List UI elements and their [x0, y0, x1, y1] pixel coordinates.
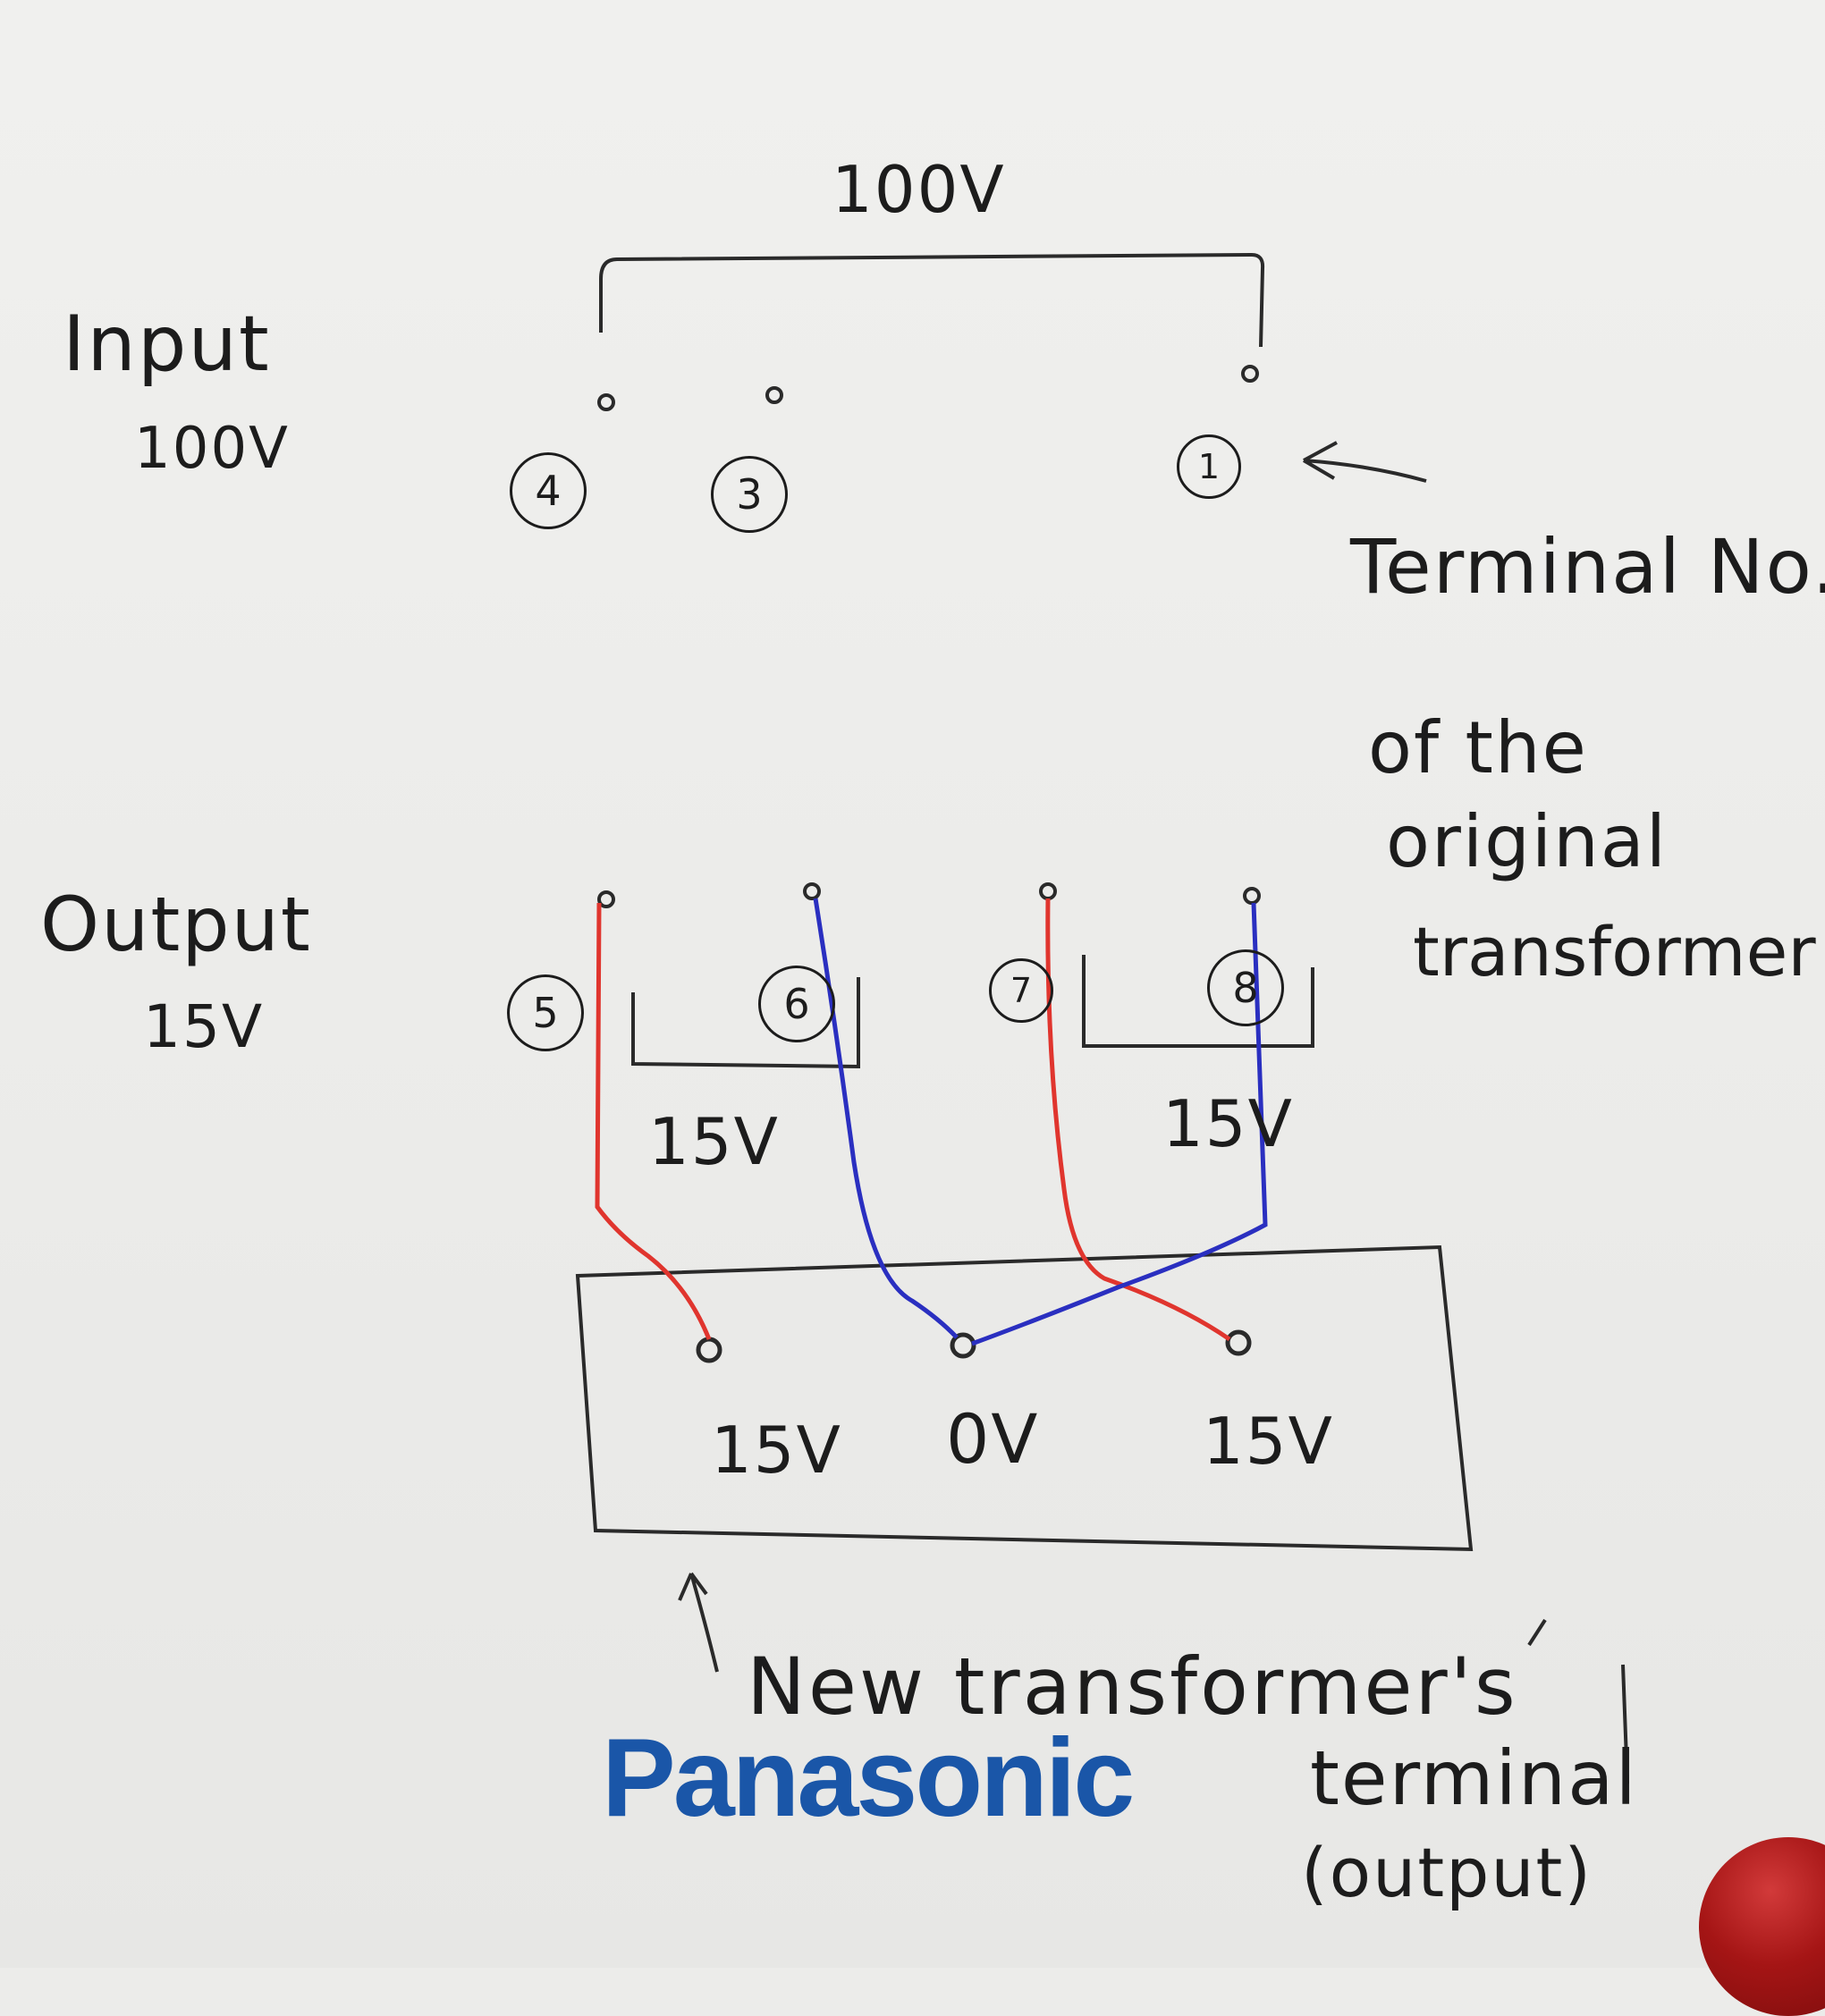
new-terminal-right-voltage: 15V: [1203, 1404, 1334, 1479]
terminal-dot-5: [597, 890, 615, 908]
terminal-dot-4: [597, 393, 615, 411]
terminal-4: 4: [510, 452, 587, 529]
red-wire-7: [1045, 898, 1231, 1342]
terminal-1: 1: [1177, 434, 1241, 499]
terminal-5: 5: [507, 974, 584, 1051]
left-pair-voltage: 15V: [648, 1104, 780, 1179]
input-voltage: 100V: [134, 416, 290, 482]
arrow-to-new-transformer: [678, 1572, 719, 1673]
note-original-line-1: Terminal No.: [1350, 523, 1825, 611]
terminal-dot-7: [1039, 882, 1057, 900]
note-original-line-4: transformer: [1413, 912, 1816, 991]
panasonic-logo: Panasonic: [602, 1717, 1135, 1840]
terminal-7: 7: [989, 958, 1053, 1023]
span-voltage-label: 100V: [832, 152, 1006, 227]
arrow-to-terminal-1: [1302, 441, 1427, 483]
blue-wire-8: [971, 902, 1268, 1346]
new-terminal-dot-center: [950, 1332, 976, 1359]
left-15v-bracket: [631, 977, 860, 1069]
note-new-line-1: New transformer's: [747, 1641, 1518, 1733]
input-title: Input: [63, 299, 271, 389]
terminal-6: 6: [758, 966, 835, 1042]
new-transformer-box: [575, 1244, 1474, 1552]
right-pair-voltage: 15V: [1162, 1086, 1294, 1161]
output-voltage: 15V: [143, 992, 265, 1061]
terminal-dot-1: [1241, 365, 1259, 383]
blue-wire-6: [813, 898, 959, 1339]
output-title: Output: [40, 881, 312, 968]
new-terminal-dot-left: [696, 1337, 722, 1363]
paper-background: [0, 0, 1825, 1968]
new-terminal-center-voltage: 0V: [946, 1399, 1040, 1479]
terminal-8: 8: [1207, 949, 1284, 1026]
terminal-dot-3: [765, 386, 783, 404]
new-terminal-left-voltage: 15V: [711, 1413, 842, 1488]
new-terminal-dot-right: [1225, 1329, 1252, 1356]
note-original-line-2: of the: [1368, 706, 1588, 789]
terminal-3: 3: [711, 456, 788, 533]
note-new-line-3: (output): [1301, 1833, 1593, 1912]
terminal-underline-stroke: [1621, 1664, 1629, 1784]
right-15v-bracket: [1082, 955, 1314, 1048]
possessive-mark: [1527, 1618, 1547, 1647]
terminal-dot-6: [803, 882, 821, 900]
terminal-dot-8: [1243, 887, 1261, 905]
note-new-line-2: terminal: [1310, 1734, 1638, 1822]
note-original-line-3: original: [1386, 800, 1669, 883]
red-wire-5: [595, 902, 712, 1340]
input-span-bracket: [599, 252, 1265, 348]
